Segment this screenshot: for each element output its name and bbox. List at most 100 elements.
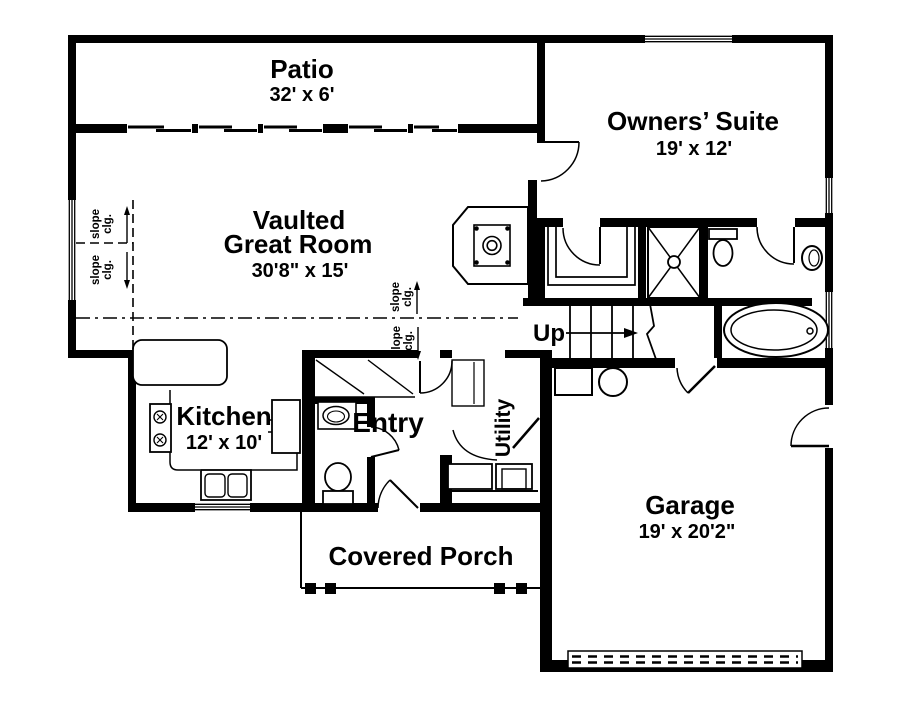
wall-segment	[313, 397, 375, 404]
utility-label: Utility	[492, 399, 515, 458]
slope-label: slope	[90, 209, 102, 239]
wall-segment	[795, 218, 833, 227]
bathtub-inner	[730, 309, 818, 351]
vanity-sink	[322, 405, 350, 426]
garage-door	[567, 650, 803, 669]
wall-segment	[537, 43, 545, 143]
owners-suite-label: Owners’ Suite	[607, 106, 779, 136]
wall-segment	[537, 218, 563, 227]
windows	[68, 35, 833, 512]
covered-porch-label: Covered Porch	[329, 541, 514, 571]
sink-basin	[227, 473, 248, 498]
window-lines	[68, 200, 76, 300]
slope-label: slope	[90, 255, 102, 285]
door-leaf	[687, 365, 716, 394]
closet-shelf-inner	[555, 227, 628, 278]
window-panel	[128, 125, 164, 129]
slope-label: clg.	[102, 260, 114, 280]
slope-arrow-head-down	[415, 351, 421, 360]
porch-post	[516, 583, 527, 594]
water-heater	[598, 367, 628, 397]
kitchen-fixtures	[132, 339, 301, 501]
entry-area	[313, 359, 485, 509]
slope-label: slope	[390, 282, 402, 312]
stair-treads	[569, 306, 634, 358]
door-opening	[537, 143, 545, 182]
window-panel	[374, 129, 407, 132]
patio-label: Patio	[270, 54, 334, 84]
window-panel	[264, 125, 297, 129]
patio-door-window-band	[127, 124, 458, 133]
walk-in-closet	[547, 227, 636, 286]
porch-post	[325, 583, 336, 594]
furnace	[554, 367, 593, 396]
great-room-label: Great Room	[224, 229, 373, 259]
slope-label: slope	[391, 326, 403, 356]
garage-door-dashes	[572, 655, 798, 664]
coat-closet	[451, 359, 485, 407]
window-panel	[156, 129, 191, 132]
entry-label: Entry	[352, 407, 424, 438]
window-panel	[432, 129, 457, 132]
window-panel	[414, 125, 439, 129]
wall-segment	[600, 218, 757, 227]
window-lines	[195, 503, 250, 511]
burner-x	[156, 436, 164, 444]
door-arc	[676, 367, 689, 394]
door-arc	[562, 227, 601, 266]
wall-segment	[540, 355, 552, 672]
burner	[153, 410, 167, 424]
walls	[68, 35, 833, 672]
stair-break-line	[645, 303, 658, 363]
door-openings	[378, 143, 833, 512]
door-opening	[675, 358, 717, 368]
fireplace-flue-outer	[482, 235, 502, 256]
refrigerator	[271, 399, 301, 454]
toilet-bowl	[712, 239, 734, 267]
slope-annotation-left-upper: slope clg.	[90, 206, 130, 243]
door-opening	[825, 405, 833, 448]
wall-segment	[68, 43, 76, 124]
kitchen-dims: 12' x 10'	[186, 432, 262, 454]
garage-door-outline	[567, 650, 803, 669]
wall-segment	[825, 35, 833, 672]
slope-arrow-head-up	[414, 281, 420, 290]
burner-x	[156, 413, 164, 421]
garage-fixtures	[554, 365, 830, 448]
wall-segment	[68, 35, 545, 43]
wall-segment	[537, 218, 545, 306]
covered-porch-structure	[300, 512, 545, 594]
front-door-leaf	[389, 479, 419, 509]
suite-entry-door	[540, 141, 580, 182]
wall-segment	[505, 350, 552, 358]
bathtub	[723, 302, 829, 358]
owners-suite-dims: 19' x 12'	[656, 138, 732, 160]
wall-segment	[420, 503, 552, 512]
dryer-inner	[501, 468, 527, 490]
bathroom	[708, 226, 829, 358]
window-panel	[224, 129, 257, 132]
door-leaf	[370, 449, 400, 458]
window-lines	[645, 35, 732, 43]
burner	[153, 433, 167, 447]
stairs	[566, 303, 658, 363]
great-room-dims: 30'8" x 15'	[252, 260, 349, 282]
slope-arrow-head-down	[124, 280, 130, 289]
toilet-tank	[708, 228, 738, 240]
window-panel	[349, 125, 382, 129]
fireplace-dot	[474, 226, 479, 231]
garage-label: Garage	[645, 490, 735, 520]
stair-arrow-head	[624, 328, 638, 338]
fireplace-box	[473, 224, 511, 267]
fireplace-dot	[474, 260, 479, 265]
wall-segment	[528, 180, 537, 306]
counter-edge	[169, 390, 298, 471]
pedestal-sink-basin	[808, 249, 820, 267]
porch-post	[494, 583, 505, 594]
slope-label: clg.	[402, 287, 414, 307]
wall-segment	[700, 218, 708, 298]
fireplace-dot	[505, 260, 510, 265]
slope-annotation-center-upper: slope clg.	[390, 281, 420, 314]
